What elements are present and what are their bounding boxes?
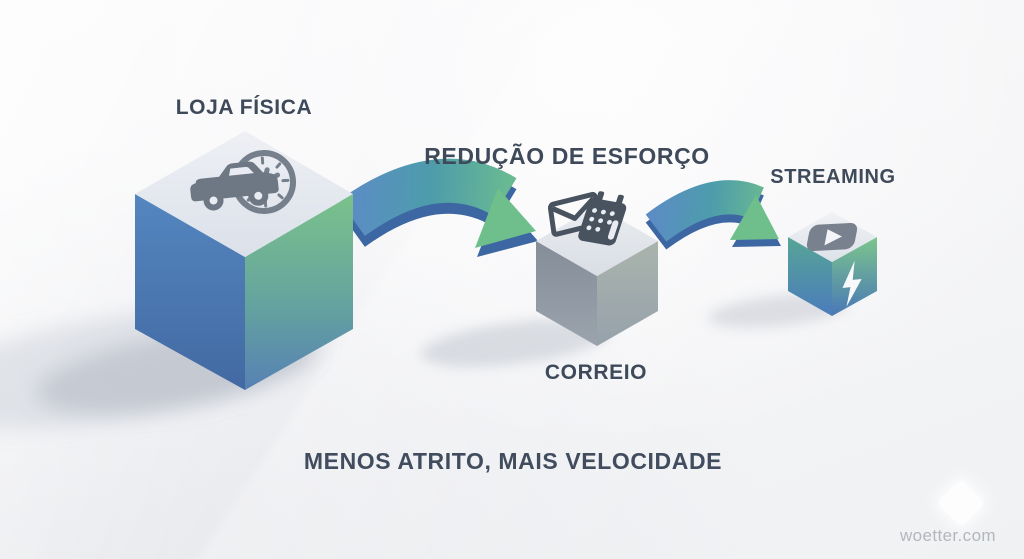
watermark: woetter.com xyxy=(899,526,996,545)
calendar-device-icon xyxy=(578,191,627,246)
play-button-icon xyxy=(806,222,858,252)
arrow-caption: REDUÇÃO DE ESFORÇO xyxy=(424,143,710,169)
car-icon xyxy=(190,161,279,211)
loja-fisica-cube-left-face xyxy=(135,194,245,390)
streaming-cube-left-face xyxy=(788,237,832,316)
arrow-2 xyxy=(645,180,781,250)
correio-label: CORREIO xyxy=(544,361,648,384)
streaming-cube xyxy=(788,212,877,316)
arrow-1-band xyxy=(339,158,517,237)
arrow-2-band xyxy=(645,180,764,242)
loja-fisica-cube-right-face xyxy=(245,194,353,390)
cube-shadows xyxy=(0,294,848,429)
correio-cube xyxy=(536,191,658,346)
correio-shadow xyxy=(420,319,610,367)
streaming-cube-right-face xyxy=(832,237,877,316)
tagline: MENOS ATRITO, MAIS VELOCIDADE xyxy=(303,448,723,474)
arrow-2-head xyxy=(730,195,779,240)
arrow-1 xyxy=(339,158,538,257)
streaming-label: STREAMING xyxy=(770,166,896,188)
loja-fisica-cube xyxy=(135,131,353,390)
loja-fisica-label: LOJA FÍSICA xyxy=(175,96,313,119)
lightning-icon xyxy=(842,260,862,307)
arrow-1-head xyxy=(475,188,536,248)
